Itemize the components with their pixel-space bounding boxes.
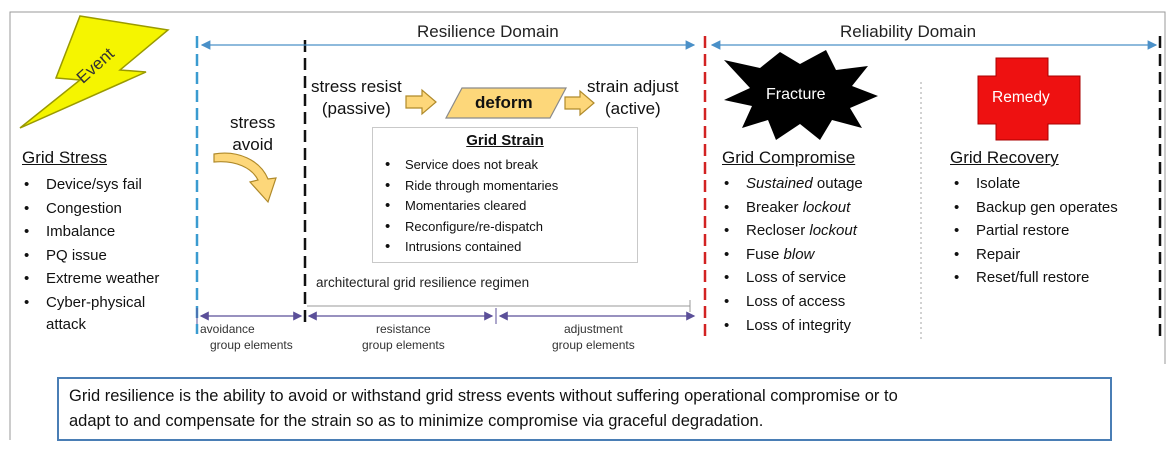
item-emphasis: lockout (809, 222, 857, 240)
list-item: Fuse blow (720, 243, 863, 267)
stress-resist-line2: (passive) (321, 99, 391, 118)
list-item: Sustained outage (720, 172, 863, 196)
definition-line1: Grid resilience is the ability to avoid … (69, 387, 898, 405)
stress-resist-line1: stress resist (311, 77, 402, 96)
stress-resist-label: stress resist (passive) (311, 76, 402, 120)
stress-avoid-line2: avoid (232, 135, 273, 154)
adjustment-line2: group elements (552, 338, 635, 352)
outer-frame (9, 11, 1166, 440)
grid-stress-list: Device/sys fail Congestion Imbalance PQ … (20, 173, 159, 315)
deform-label: deform (475, 93, 533, 112)
avoidance-line2: group elements (210, 338, 293, 352)
list-item: Ride through momentaries (381, 176, 558, 197)
item-pre: Breaker (746, 198, 803, 216)
remedy-cross-icon (977, 57, 1081, 141)
fracture-burst-icon (724, 50, 878, 140)
avoidance-line1: avoidance (200, 322, 255, 336)
adjustment-group-label: adjustment group elements (552, 321, 635, 353)
resistance-line1: resistance (376, 322, 431, 336)
grid-stress-title: Grid Stress (22, 148, 108, 167)
stress-avoid-line1: stress (230, 113, 276, 132)
item-pre: Recloser (746, 222, 810, 240)
adjustment-line1: adjustment (564, 322, 623, 336)
resistance-group-label: resistance group elements (362, 321, 445, 353)
stress-avoid-label: stress avoid (230, 112, 275, 156)
item-post: outage (812, 175, 863, 192)
resilience-domain-title: Resilience Domain (417, 22, 559, 41)
list-item: Cyber-physical (20, 291, 159, 315)
definition-box: Grid resilience is the ability to avoid … (57, 377, 1112, 441)
adjust-arrow (564, 89, 595, 117)
grid-recovery-list: Isolate Backup gen operates Partial rest… (950, 172, 1118, 290)
grid-strain-box: Grid Strain Service does not break Ride … (372, 127, 638, 263)
definition-line2: adapt to and compensate for the strain s… (69, 412, 764, 430)
strain-adjust-label: strain adjust (active) (587, 76, 679, 120)
list-item: Loss of access (720, 290, 863, 314)
list-item: Device/sys fail (20, 173, 159, 197)
list-item: Loss of integrity (720, 314, 863, 338)
list-item: Intrusions contained (381, 237, 558, 258)
list-item: Congestion (20, 197, 159, 221)
list-item: Reset/full restore (950, 266, 1118, 290)
item-pre: Loss of integrity (746, 316, 852, 334)
deform-shape (445, 87, 567, 119)
list-item: PQ issue (20, 244, 159, 268)
resistance-line2: group elements (362, 338, 445, 352)
item-emphasis: blow (783, 245, 815, 263)
strain-adjust-line1: strain adjust (587, 77, 679, 96)
list-item: Partial restore (950, 219, 1118, 243)
grid-stress-item-continuation: attack (46, 316, 87, 333)
list-item: Isolate (950, 172, 1118, 196)
item-emphasis: Sustained (746, 175, 813, 192)
reliability-domain-title: Reliability Domain (840, 22, 977, 41)
list-item: Extreme weather (20, 267, 159, 291)
list-item: Loss of service (720, 266, 863, 290)
item-emphasis: lockout (802, 198, 851, 216)
list-item: Reconfigure/re-dispatch (381, 217, 558, 238)
grid-recovery-title: Grid Recovery (950, 148, 1059, 167)
grid-compromise-list: Sustained outage Breaker lockout Reclose… (720, 172, 863, 337)
list-item: Repair (950, 243, 1118, 267)
fracture-label: Fracture (766, 86, 826, 103)
item-pre: Loss of access (746, 292, 846, 310)
event-lightning-icon (19, 15, 170, 129)
list-item: Recloser lockout (720, 219, 863, 243)
stress-avoid-curved-arrow (213, 152, 277, 204)
grid-strain-title: Grid Strain (466, 132, 544, 149)
item-pre: Fuse (746, 245, 784, 263)
list-item: Service does not break (381, 155, 558, 176)
list-item: Momentaries cleared (381, 196, 558, 217)
strain-adjust-line2: (active) (604, 99, 661, 118)
grid-compromise-title: Grid Compromise (722, 148, 856, 167)
item-pre: Loss of service (746, 269, 847, 287)
remedy-label: Remedy (992, 89, 1050, 106)
avoidance-group-label: avoidance group elements (200, 321, 293, 353)
grid-strain-list: Service does not break Ride through mome… (381, 155, 558, 258)
regimen-label: architectural grid resilience regimen (316, 275, 530, 290)
resist-arrow (405, 88, 437, 116)
list-item: Backup gen operates (950, 196, 1118, 220)
list-item: Breaker lockout (720, 196, 863, 220)
list-item: Imbalance (20, 220, 159, 244)
